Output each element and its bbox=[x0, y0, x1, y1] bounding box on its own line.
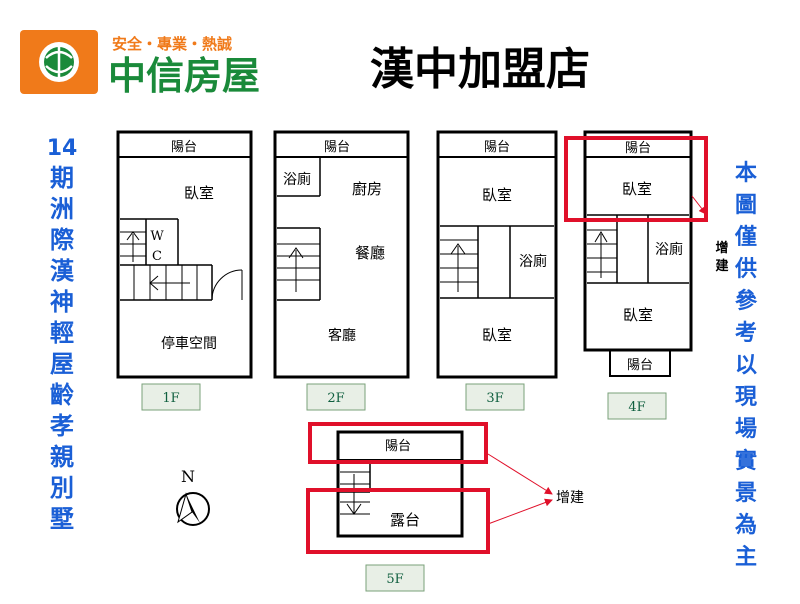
f4-bedroom-top-label: 臥室 bbox=[622, 180, 652, 198]
f1-bedroom-label: 臥室 bbox=[184, 184, 214, 202]
f4-balcony-top-label: 陽台 bbox=[625, 141, 651, 156]
left-caption-char: 墅 bbox=[50, 505, 74, 533]
f4-addition-arrow bbox=[691, 195, 707, 215]
f5-balcony-highlight bbox=[308, 422, 488, 464]
right-caption-char: 主 bbox=[735, 545, 757, 570]
right-caption-char: 考 bbox=[735, 321, 757, 346]
compass-icon bbox=[176, 492, 210, 526]
f2-living-label: 客廳 bbox=[328, 327, 356, 344]
left-caption-char: 別 bbox=[50, 474, 74, 502]
f4-tag-box bbox=[607, 392, 667, 420]
logo-brand-name: 中信房屋 bbox=[108, 54, 260, 98]
f3-tag: 3F bbox=[486, 391, 503, 406]
left-caption-char: 親 bbox=[50, 443, 74, 471]
f5-addition-arrow-2 bbox=[487, 498, 553, 525]
f2-tag: 2F bbox=[327, 391, 344, 406]
f5-tag-box bbox=[365, 564, 425, 592]
f5-tag: 5F bbox=[386, 572, 403, 587]
f3-tag-box bbox=[465, 383, 525, 411]
left-caption-char: 齡 bbox=[50, 381, 74, 409]
f4-addition-highlight bbox=[564, 136, 708, 222]
stairs-icon bbox=[340, 471, 370, 515]
f4-tag: 4F bbox=[628, 400, 645, 415]
left-caption-char: 際 bbox=[50, 226, 74, 254]
left-caption-char: 期 bbox=[50, 164, 74, 192]
right-caption-char: 僅 bbox=[734, 225, 757, 250]
stairs-icon bbox=[277, 243, 320, 292]
right-caption-char: 實 bbox=[735, 448, 757, 474]
f3-bedroom-bottom-label: 臥室 bbox=[482, 326, 512, 344]
right-caption-char: 參 bbox=[735, 288, 758, 314]
f1-tag: 1F bbox=[162, 391, 179, 406]
f5-terrace-highlight bbox=[306, 488, 490, 554]
right-caption-char: 為 bbox=[735, 512, 757, 538]
left-caption-char: 漢 bbox=[50, 257, 75, 285]
right-caption-char: 景 bbox=[735, 481, 757, 506]
f2-bath-label: 浴廁 bbox=[283, 171, 311, 188]
f1-wc-c: C bbox=[152, 249, 162, 264]
left-caption-char: 輕 bbox=[50, 319, 74, 347]
f2-kitchen-label: 廚房 bbox=[352, 180, 382, 198]
f2-dining-label: 餐廳 bbox=[355, 244, 385, 262]
f3-bedroom-top-label: 臥室 bbox=[482, 186, 512, 204]
right-caption-char: 現 bbox=[735, 385, 757, 410]
stairs-icon bbox=[440, 239, 478, 292]
f4-balcony-bottom-label: 陽台 bbox=[627, 358, 653, 373]
f4-addition-char: 增 bbox=[715, 240, 728, 256]
logo-tagline: 安全・專業・熱誠 bbox=[112, 35, 232, 53]
door-swing-icon bbox=[211, 269, 243, 301]
stairs-icon bbox=[120, 231, 198, 300]
brand-logo bbox=[20, 30, 98, 94]
f5-balcony-label: 陽台 bbox=[385, 439, 411, 454]
f5-terrace-label: 露台 bbox=[390, 511, 420, 529]
right-caption-char: 以 bbox=[735, 353, 757, 378]
stairs-icon bbox=[587, 229, 617, 278]
f3-bath-label: 浴廁 bbox=[519, 253, 547, 270]
f2-balcony-label: 陽台 bbox=[324, 140, 350, 155]
store-title: 漢中加盟店 bbox=[370, 44, 590, 95]
f5-addition-arrow-1 bbox=[487, 453, 553, 495]
floor-1f-plan bbox=[116, 130, 253, 379]
left-caption-char: 屋 bbox=[50, 350, 74, 378]
f4-bedroom-bottom-label: 臥室 bbox=[623, 306, 653, 324]
f4-addition-label: 增建 bbox=[715, 240, 728, 274]
f1-tag-box bbox=[141, 383, 201, 411]
left-number: 14 bbox=[47, 136, 78, 161]
f1-wc-w: W bbox=[150, 229, 164, 244]
left-caption-char: 神 bbox=[50, 288, 74, 316]
floor-4f-plan bbox=[583, 130, 693, 377]
f5-addition-label: 增建 bbox=[556, 490, 584, 506]
f4-bath-label: 浴廁 bbox=[655, 241, 683, 258]
floor-3f-plan bbox=[436, 130, 558, 379]
right-caption-char: 場 bbox=[735, 417, 757, 442]
f1-parking-label: 停車空間 bbox=[161, 335, 217, 352]
f2-tag-box bbox=[306, 383, 366, 411]
left-caption-char: 洲 bbox=[50, 195, 74, 223]
right-caption-char: 圖 bbox=[735, 193, 757, 218]
f3-balcony-label: 陽台 bbox=[484, 140, 510, 155]
f1-balcony-label: 陽台 bbox=[171, 140, 197, 155]
f4-addition-char: 建 bbox=[715, 258, 728, 274]
right-caption-char: 供 bbox=[734, 256, 757, 282]
right-caption-char: 本 bbox=[735, 161, 757, 186]
left-caption-char: 孝 bbox=[50, 412, 74, 440]
compass-north-label: N bbox=[181, 467, 195, 486]
floor-2f-plan bbox=[273, 130, 410, 379]
